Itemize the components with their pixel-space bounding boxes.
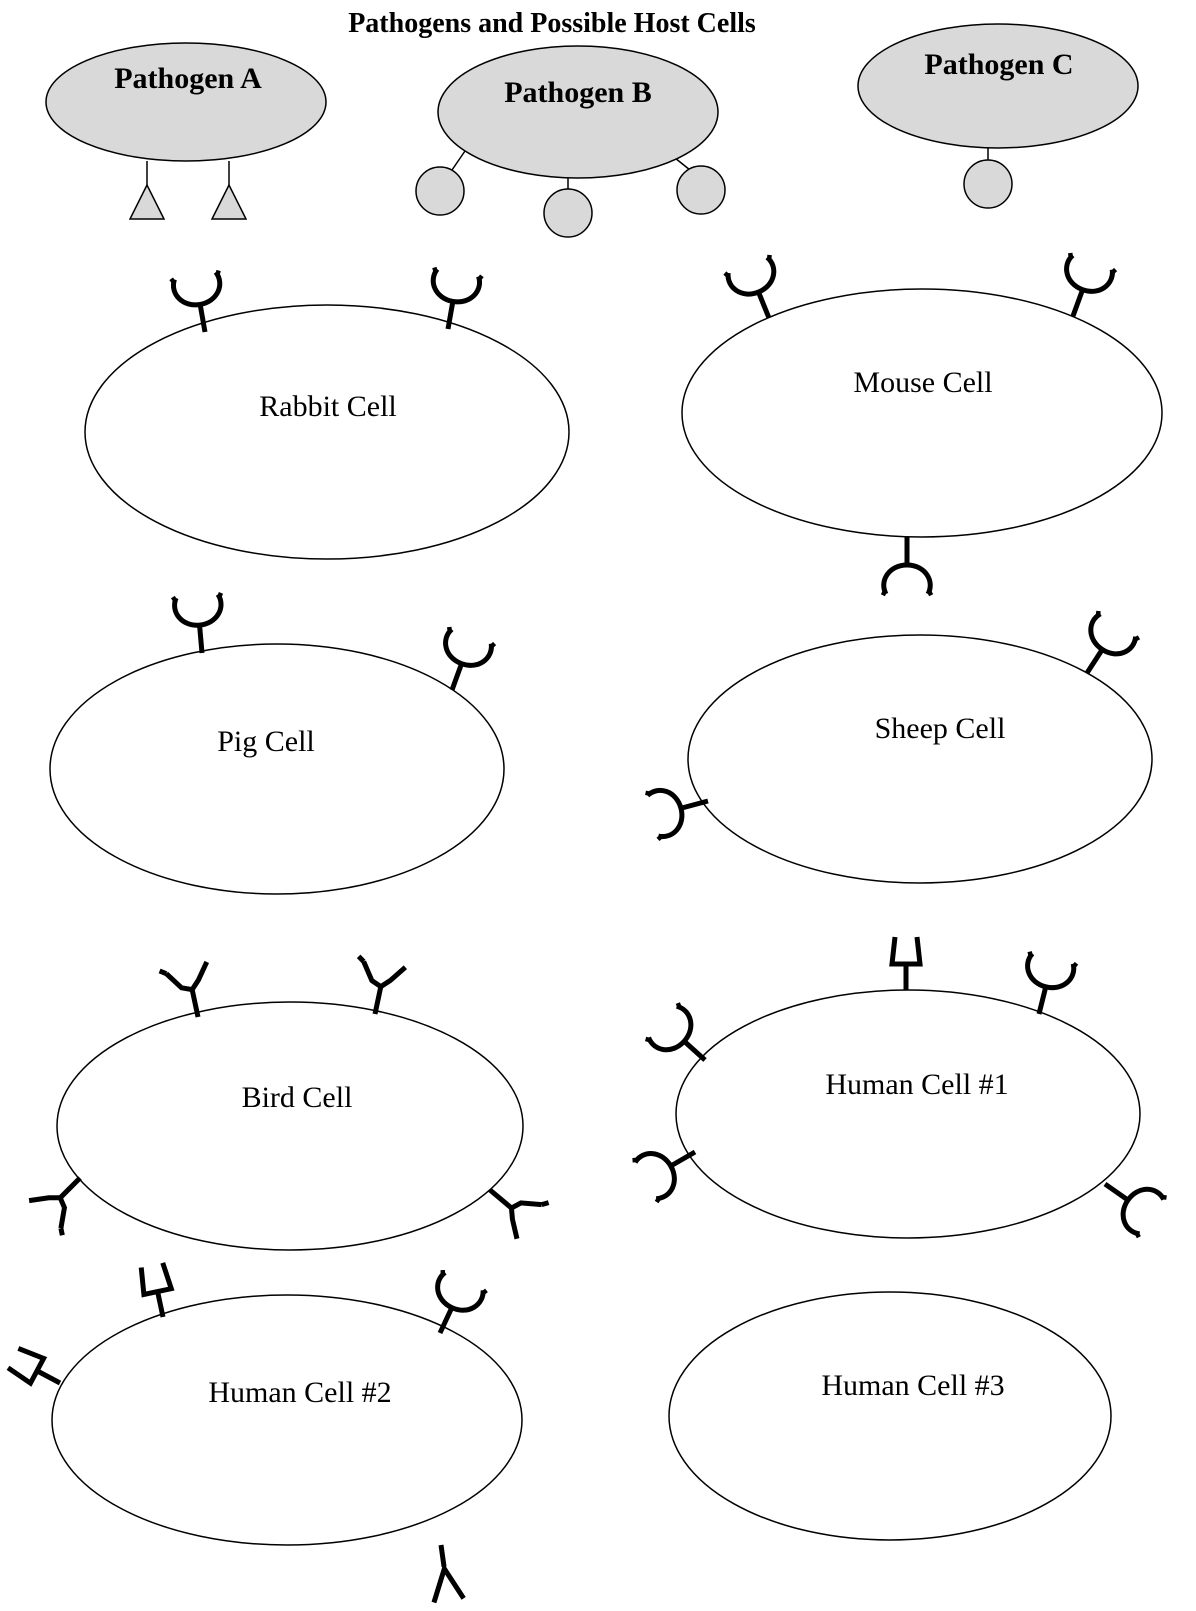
human-cell-2: Human Cell #2 <box>7 1262 523 1603</box>
pig-cell: Pig Cell <box>49 594 505 895</box>
pathogen-c-antigen-1 <box>963 159 1013 209</box>
pathogen-a-antigen-1 <box>128 161 166 220</box>
rabbit-cell-label: Rabbit Cell <box>259 390 397 423</box>
bird-cell: Bird Cell <box>28 956 548 1251</box>
pathogen-c-label: Pathogen C <box>924 48 1073 81</box>
pathogen-a-antigen-2 <box>210 161 248 220</box>
human-cell-2-receptor-square <box>7 1346 67 1396</box>
pig-cell-body <box>49 643 505 895</box>
human-cell-2-label: Human Cell #2 <box>208 1376 391 1409</box>
pathogen-b-antigen-3 <box>676 165 726 215</box>
pig-cell-label: Pig Cell <box>217 725 315 758</box>
pathogen-b-antigen-2 <box>543 188 593 238</box>
pathogen-b-antigen-1 <box>415 166 465 216</box>
sheep-cell: Sheep Cell <box>646 612 1153 884</box>
mouse-cell-body <box>681 288 1163 538</box>
human-cell-2-body <box>51 1294 523 1546</box>
human-cell-3-body <box>668 1291 1112 1541</box>
pathogen-a: Pathogen A <box>45 42 327 220</box>
human-cell-1-label: Human Cell #1 <box>825 1068 1008 1101</box>
mouse-cell: Mouse Cell <box>681 254 1163 594</box>
bird-cell-label: Bird Cell <box>242 1081 353 1114</box>
pathogen-b: Pathogen B <box>415 45 726 238</box>
mouse-cell-receptor-circle <box>882 537 932 594</box>
human-cell-1-body <box>675 989 1141 1239</box>
pig-cell-receptor-circle <box>172 594 227 655</box>
pathogen-c: Pathogen C <box>857 23 1139 209</box>
pathogen-a-label: Pathogen A <box>114 62 262 95</box>
pathogen-a-body <box>45 42 327 162</box>
rabbit-cell: Rabbit Cell <box>84 269 570 560</box>
figure-title: Pathogens and Possible Host Cells <box>348 8 756 39</box>
bird-cell-body <box>56 1001 524 1251</box>
mouse-cell-label: Mouse Cell <box>853 366 992 399</box>
human-cell-1-receptor-square <box>892 937 920 990</box>
human-cell-2-receptor-triangle <box>426 1543 464 1603</box>
pathogen-b-label: Pathogen B <box>504 76 652 109</box>
pathogen-b-body <box>437 45 719 179</box>
human-cell-1: Human Cell #1 <box>633 937 1166 1238</box>
sheep-cell-body <box>687 634 1153 884</box>
human-cell-3-label: Human Cell #3 <box>821 1369 1004 1402</box>
rabbit-cell-body <box>84 304 570 560</box>
human-cell-3: Human Cell #3 <box>668 1291 1112 1541</box>
sheep-cell-label: Sheep Cell <box>875 712 1006 745</box>
pathogen-c-body <box>857 23 1139 149</box>
